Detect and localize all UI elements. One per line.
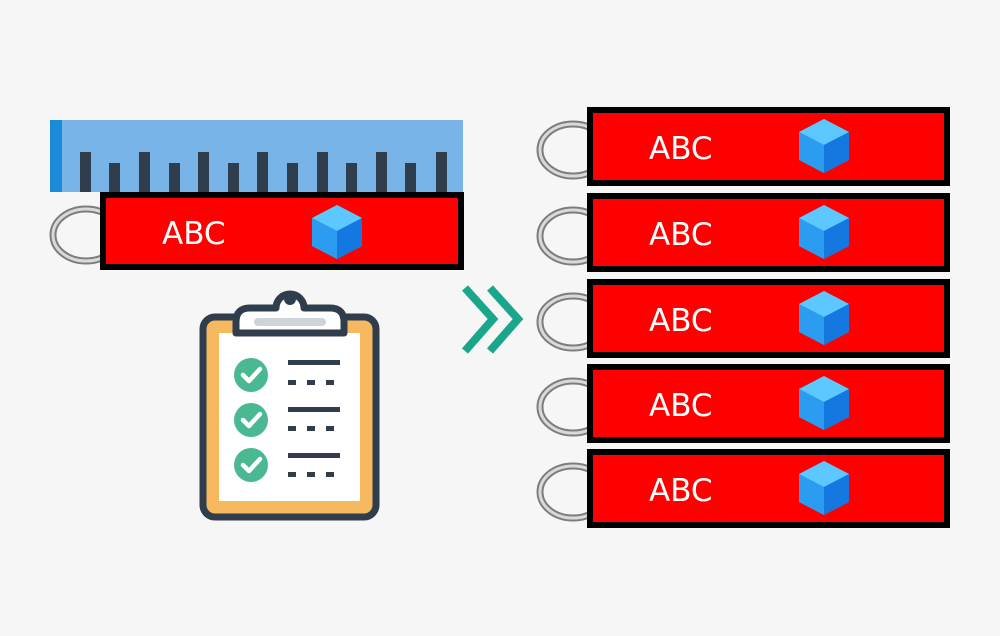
output-keytags: ABC ABC ABC ABC ABC (540, 107, 950, 528)
keytag: ABC (540, 193, 950, 272)
double-chevron-right-icon (461, 285, 524, 354)
sample-keytag: ABC (53, 192, 464, 270)
check-circle-icon (234, 403, 268, 437)
keytag-label: ABC (649, 303, 713, 339)
keytag: ABC (540, 107, 950, 186)
keytag-label: ABC (649, 131, 713, 167)
keytag: ABC (540, 279, 950, 358)
keytag-label: ABC (649, 388, 713, 424)
ruler-icon (50, 120, 463, 192)
keytag-label: ABC (649, 217, 713, 253)
keytag-label: ABC (649, 473, 713, 509)
check-circle-icon (234, 448, 268, 482)
keytag-label: ABC (162, 216, 226, 252)
keytag: ABC (540, 449, 950, 528)
check-circle-icon (234, 358, 268, 392)
clipboard-checklist-icon (199, 290, 380, 521)
keytag: ABC (540, 364, 950, 443)
